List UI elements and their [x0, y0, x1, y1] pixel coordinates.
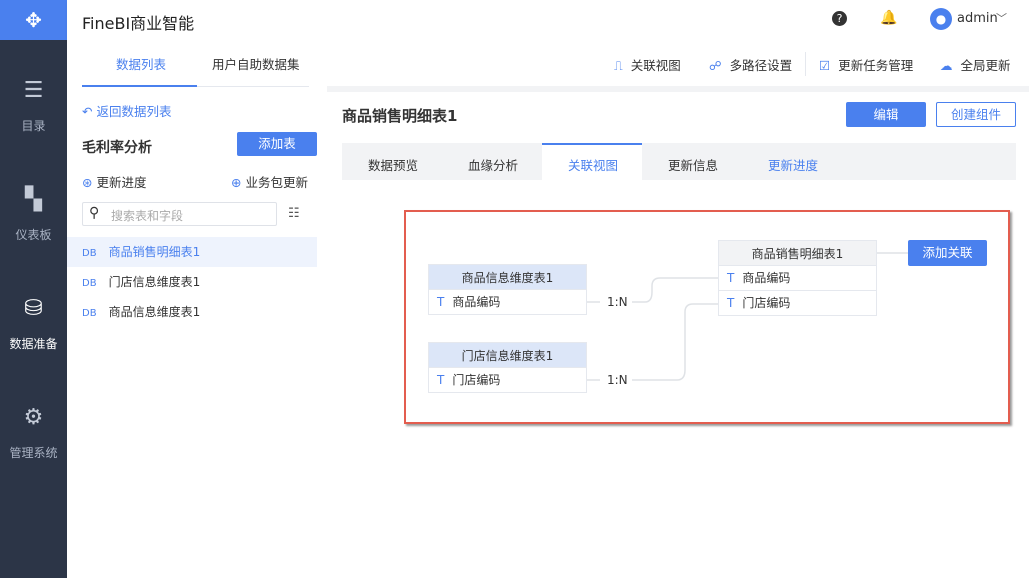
database-icon: ⛁ — [24, 296, 43, 321]
db-badge: DB — [82, 308, 97, 319]
label: 门店编码 — [452, 373, 501, 387]
relation-label[interactable]: 1:N — [607, 295, 628, 309]
logo-icon[interactable]: ✥ — [0, 0, 67, 40]
global-update-button[interactable]: ☁ 全局更新 — [940, 55, 1011, 74]
table-list-item[interactable]: DB 商品信息维度表1 — [67, 297, 317, 327]
relation-view-button[interactable]: ⎍ 关联视图 — [614, 55, 681, 74]
table-header: 门店信息维度表1 — [428, 342, 587, 368]
help-icon[interactable]: ? — [832, 11, 847, 26]
label: 更新任务管理 — [838, 58, 914, 73]
chevron-down-icon[interactable]: ﹀ — [996, 12, 1007, 25]
label: 商品信息维度表1 — [108, 305, 201, 319]
tab-update-progress[interactable]: 更新进度 — [768, 158, 819, 173]
table-list-item[interactable]: DB 门店信息维度表1 — [67, 267, 317, 297]
search-input[interactable]: ⚲ 搜索表和字段 — [82, 202, 277, 226]
filter-history-icon[interactable]: ☷ — [288, 206, 300, 221]
package-update-link[interactable]: ⊕ 业务包更新 — [231, 172, 308, 191]
tab-lineage[interactable]: 血缘分析 — [468, 158, 519, 173]
sidebar-item-dashboard[interactable]: ▚ 仪表板 — [0, 187, 67, 243]
back-link[interactable]: ↶ 返回数据列表 — [82, 101, 171, 120]
sidebar-item-admin[interactable]: ⚙ 管理系统 — [0, 405, 67, 461]
table-header: 商品信息维度表1 — [428, 264, 587, 290]
sidebar-item-data-prep[interactable]: ⛁ 数据准备 — [0, 296, 67, 352]
dim-table-card[interactable]: 门店信息维度表1 T 门店编码 — [428, 342, 587, 393]
add-relation-button[interactable]: 添加关联 — [908, 240, 987, 266]
avatar[interactable]: ● — [930, 8, 952, 30]
label: 商品销售明细表1 — [108, 245, 201, 259]
app-title: FineBI商业智能 — [82, 14, 195, 33]
relation-icon: ⎍ — [614, 58, 623, 73]
create-component-button[interactable]: 创建组件 — [936, 102, 1016, 127]
list-icon: ☰ — [23, 78, 44, 103]
package-name: 毛利率分析 — [82, 140, 152, 156]
table-list-item[interactable]: DB 商品销售明细表1 — [67, 237, 317, 267]
hierarchy-icon: ☍ — [709, 58, 722, 73]
search-placeholder: 搜索表和字段 — [111, 209, 184, 223]
label: 全局更新 — [960, 58, 1011, 73]
text-field-icon: T — [727, 271, 735, 285]
text-field-icon: T — [437, 295, 445, 309]
sidebar — [0, 0, 67, 578]
user-name[interactable]: admin — [957, 11, 998, 26]
label: 商品编码 — [742, 271, 791, 285]
field-row[interactable]: T 门店编码 — [718, 291, 877, 316]
gear-icon: ⚙ — [23, 405, 44, 430]
edit-button[interactable]: 编辑 — [846, 102, 926, 127]
page-title: 商品销售明细表1 — [342, 107, 458, 125]
label: 返回数据列表 — [96, 104, 172, 119]
field-row[interactable]: T 门店编码 — [428, 368, 587, 393]
label: 目录 — [21, 119, 46, 133]
db-badge: DB — [82, 278, 97, 289]
sidebar-item-catalog[interactable]: ☰ 目录 — [0, 78, 67, 134]
relation-line — [587, 277, 718, 303]
tab-relation-view-active[interactable] — [542, 143, 642, 180]
label: 商品编码 — [452, 295, 501, 309]
divider — [805, 52, 806, 76]
relation-line — [587, 303, 718, 381]
tab-bar — [342, 143, 1016, 180]
multipath-button[interactable]: ☍ 多路径设置 — [709, 55, 792, 74]
highlight-box — [404, 210, 1010, 424]
field-row[interactable]: T 商品编码 — [718, 266, 877, 291]
main-table-card[interactable]: 商品销售明细表1 T 商品编码 T 门店编码 — [718, 240, 877, 316]
search-icon: ⚲ — [89, 205, 100, 221]
tab-self-service[interactable]: 用户自助数据集 — [212, 57, 300, 72]
label: 门店信息维度表1 — [108, 275, 201, 289]
label: 仪表板 — [15, 228, 52, 242]
text-field-icon: T — [727, 296, 735, 310]
field-row[interactable]: T 商品编码 — [428, 290, 587, 315]
label: 业务包更新 — [245, 175, 308, 190]
left-panel — [67, 40, 327, 578]
divider — [197, 86, 309, 87]
label: 多路径设置 — [729, 58, 793, 73]
tab-underline — [82, 85, 197, 87]
cloud-icon: ☁ — [940, 58, 953, 73]
label: 关联视图 — [630, 58, 681, 73]
label: 门店编码 — [742, 296, 791, 310]
toolbar — [327, 40, 1029, 86]
db-badge: DB — [82, 248, 97, 259]
label: 管理系统 — [9, 446, 58, 460]
dashboard-icon: ▚ — [25, 187, 42, 212]
progress-icon: ⊛ — [82, 175, 97, 190]
top-bar — [67, 0, 1029, 40]
bell-icon[interactable]: 🔔 — [880, 10, 898, 26]
text-field-icon: T — [437, 373, 445, 387]
update-progress-link[interactable]: ⊛ 更新进度 — [82, 172, 146, 191]
tab-relation-view[interactable]: 关联视图 — [568, 158, 619, 173]
label: 数据准备 — [9, 337, 58, 351]
table-header: 商品销售明细表1 — [718, 240, 877, 266]
dim-table-card[interactable]: 商品信息维度表1 T 商品编码 — [428, 264, 587, 315]
relation-label[interactable]: 1:N — [607, 373, 628, 387]
back-icon: ↶ — [82, 104, 97, 119]
label: 更新进度 — [96, 175, 147, 190]
task-icon: ☑ — [819, 58, 831, 73]
update-task-button[interactable]: ☑ 更新任务管理 — [819, 55, 913, 74]
tab-data-list[interactable]: 数据列表 — [116, 57, 167, 72]
tab-update-info[interactable]: 更新信息 — [668, 158, 719, 173]
add-table-button[interactable]: 添加表 — [237, 132, 317, 156]
upload-icon: ⊕ — [231, 175, 246, 190]
tab-data-preview[interactable]: 数据预览 — [368, 158, 419, 173]
